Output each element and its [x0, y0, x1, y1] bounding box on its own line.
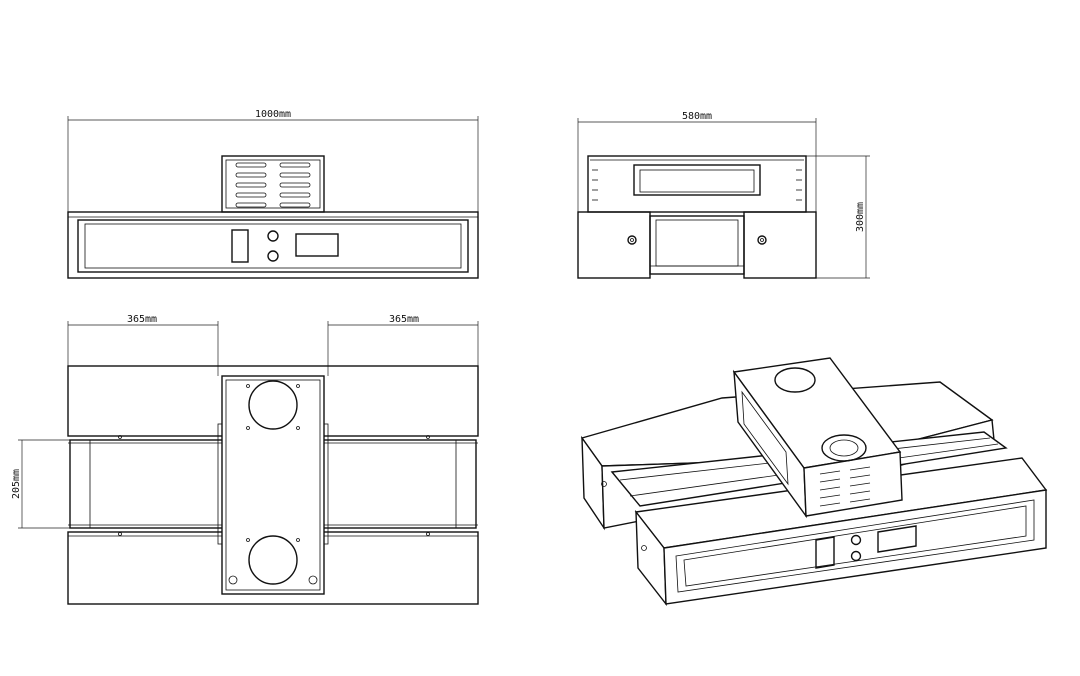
bolt-left	[627, 235, 637, 245]
fan-opening-top	[248, 380, 298, 430]
dim-offset-left-label: 365mm	[127, 314, 157, 325]
vent-slots	[235, 162, 311, 208]
knob-lower	[267, 250, 279, 262]
side-view: 580mm 300mm	[577, 111, 870, 279]
dim-side-height-label: 300mm	[855, 202, 866, 232]
top-view: 365mm 365mm 205mm	[11, 314, 479, 605]
bolt-right	[757, 235, 767, 245]
iso-fan-opening-top	[774, 367, 816, 393]
dim-side-width-label: 580mm	[682, 111, 712, 122]
front-view: 1000mm	[67, 109, 479, 279]
fan-opening-bottom	[248, 535, 298, 585]
display-window	[231, 229, 249, 263]
iso-vent-slots	[819, 466, 871, 507]
side-fins-right	[796, 169, 802, 201]
dim-depth-label: 205mm	[11, 469, 22, 499]
knob-upper	[267, 230, 279, 242]
dim-front-width-label: 1000mm	[255, 109, 291, 120]
isometric-view	[580, 357, 1048, 607]
side-fins-left	[592, 169, 598, 201]
iso-fan-opening-lower	[821, 434, 867, 462]
screen-panel	[295, 233, 339, 257]
dim-offset-right-label: 365mm	[389, 314, 419, 325]
